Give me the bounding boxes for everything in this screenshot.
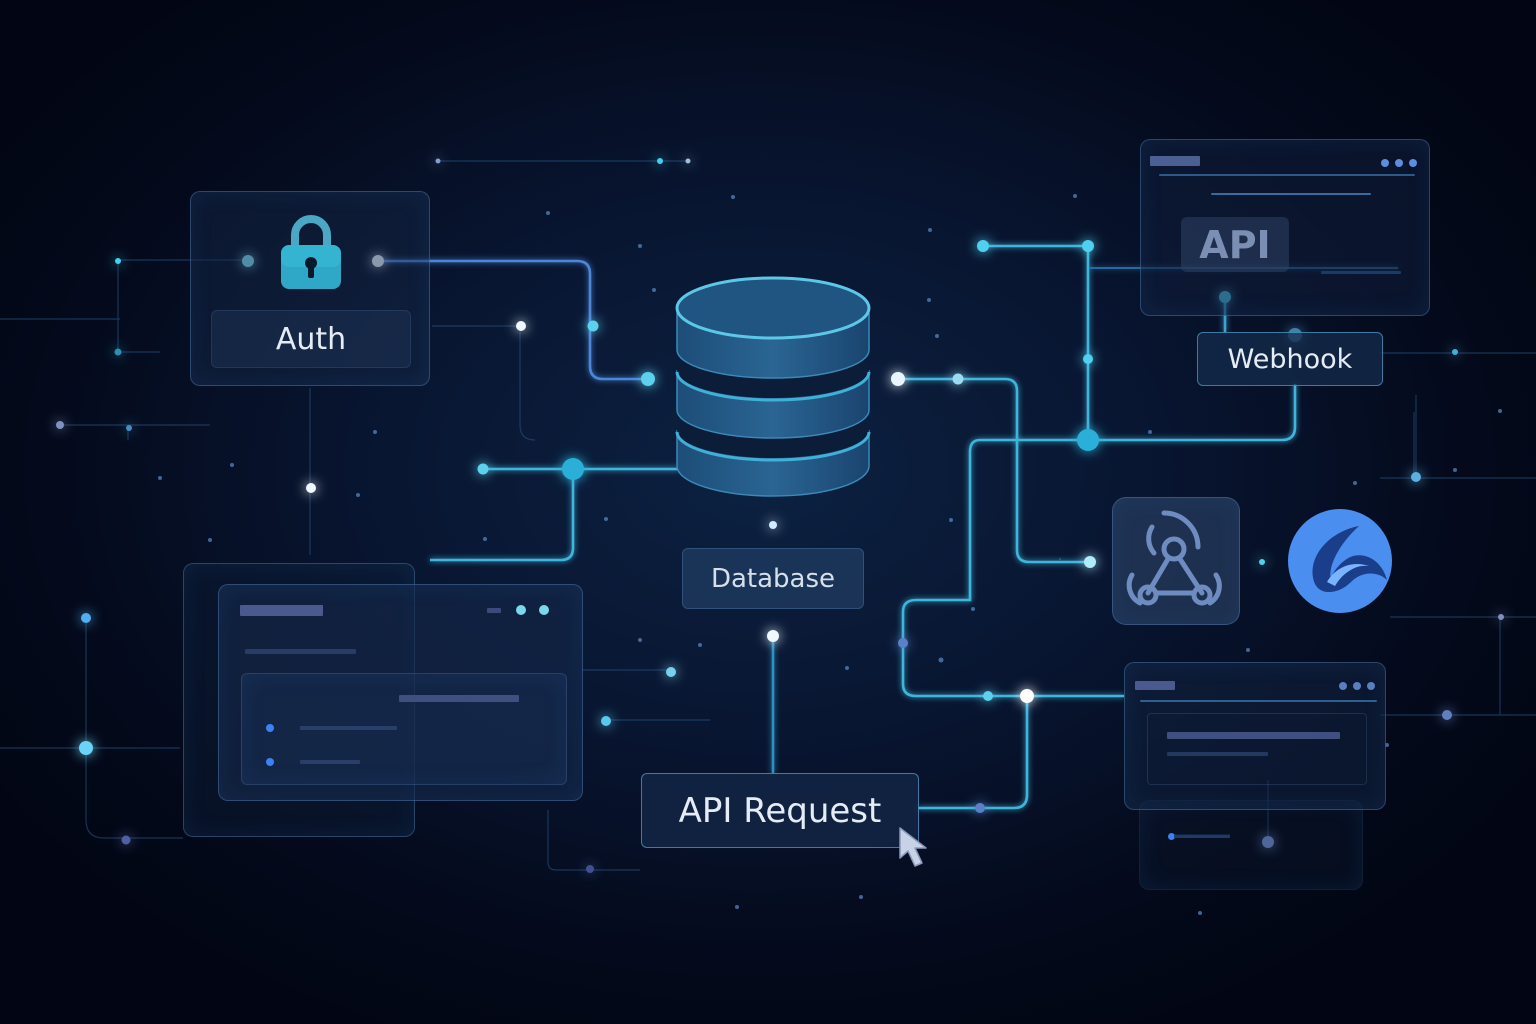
app-window-back-right xyxy=(1139,800,1363,890)
window-tab xyxy=(487,608,501,613)
webhook-button[interactable]: Webhook xyxy=(1197,332,1383,386)
database-icon[interactable] xyxy=(675,270,871,498)
api-request-button[interactable]: API Request xyxy=(641,773,919,848)
window-divider xyxy=(1211,193,1371,195)
app-window-right xyxy=(1124,662,1386,810)
database-label[interactable]: Database xyxy=(682,548,864,609)
content-header-bar xyxy=(399,695,519,702)
content-box xyxy=(1147,713,1367,785)
window-control-dot[interactable] xyxy=(516,605,526,615)
window-title-bar xyxy=(1135,681,1175,690)
api-badge: API xyxy=(1181,217,1289,272)
window-control-dot[interactable] xyxy=(1339,682,1347,690)
auth-label[interactable]: Auth xyxy=(211,310,411,368)
list-item-line[interactable] xyxy=(300,760,360,764)
webhook-hub-icon xyxy=(1126,510,1222,606)
window-control-dot[interactable] xyxy=(1353,682,1361,690)
lock-icon xyxy=(281,215,341,289)
list-bullet xyxy=(266,724,274,732)
window-divider xyxy=(1159,174,1415,176)
window-control-dot[interactable] xyxy=(539,605,549,615)
window-title-bar xyxy=(240,605,323,616)
app-window-content xyxy=(241,673,567,785)
window-divider xyxy=(1140,700,1377,702)
list-bullet xyxy=(266,758,274,766)
window-control-dot[interactable] xyxy=(1395,159,1403,167)
brand-logo-icon[interactable] xyxy=(1287,508,1393,614)
window-control-dot[interactable] xyxy=(1409,159,1417,167)
window-subtitle-bar xyxy=(245,649,356,654)
window-line xyxy=(1321,271,1401,274)
pointer-cursor-icon xyxy=(899,827,927,867)
progress-line xyxy=(1174,835,1230,838)
window-control-dot[interactable] xyxy=(1381,159,1389,167)
window-title-bar xyxy=(1150,156,1200,166)
content-header-bar xyxy=(1167,732,1340,739)
window-control-dot[interactable] xyxy=(1367,682,1375,690)
list-item-line[interactable] xyxy=(300,726,397,730)
list-bullet xyxy=(1168,833,1175,840)
content-line xyxy=(1167,752,1268,756)
